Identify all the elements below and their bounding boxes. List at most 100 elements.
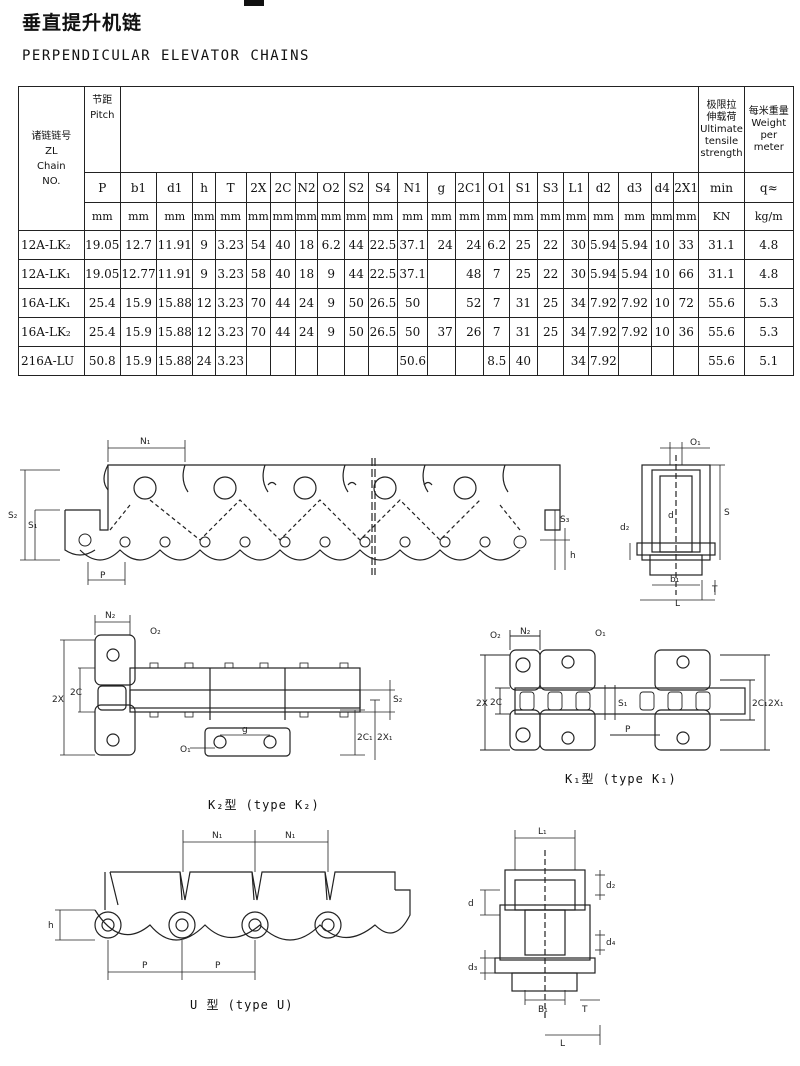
value-cell: 24 xyxy=(427,230,456,260)
uend-label-l1: L₁ xyxy=(538,827,547,837)
value-cell: 15.88 xyxy=(156,346,194,376)
value-cell xyxy=(245,346,272,376)
symbol-cell: 2X xyxy=(245,172,272,203)
unit-cell: mm xyxy=(672,202,700,231)
value-cell: 5.1 xyxy=(743,346,795,376)
uend-label-d3: d₃ xyxy=(468,963,478,973)
value-cell: 72 xyxy=(672,288,700,318)
value-cell: 40 xyxy=(270,230,296,260)
value-cell xyxy=(427,259,456,289)
side-label-s3: S₃ xyxy=(560,515,570,525)
symbol-cell: q≈ xyxy=(743,172,795,203)
value-cell: 4.8 xyxy=(743,230,795,260)
value-cell: 5.3 xyxy=(743,317,795,347)
symbol-cell: h xyxy=(192,172,216,203)
side-label-n1: N₁ xyxy=(140,437,151,447)
value-cell: 26.5 xyxy=(367,317,399,347)
unit-cell: mm xyxy=(483,202,511,231)
header-chain-no-line: ZL xyxy=(45,145,58,157)
symbol-cell: S4 xyxy=(367,172,399,203)
uend-label-l: L xyxy=(560,1039,565,1049)
uend-label-d2: d₂ xyxy=(606,881,616,891)
value-cell xyxy=(617,346,652,376)
k1-label-2c1: 2C₁ xyxy=(752,699,768,709)
header-weight-line: 每米重量 xyxy=(748,105,789,117)
k1-label-o2: O₂ xyxy=(490,631,501,641)
value-cell xyxy=(427,346,456,376)
value-cell: 50 xyxy=(344,288,369,318)
value-cell xyxy=(650,346,674,376)
end-label-l: L xyxy=(675,599,680,609)
model-cell: 216A-LU xyxy=(18,346,85,376)
value-cell xyxy=(367,346,399,376)
end-label-b1: b₁ xyxy=(670,575,680,585)
end-label-t: T xyxy=(711,585,718,595)
value-cell: 50 xyxy=(344,317,369,347)
unit-cell: mm xyxy=(344,202,369,231)
value-cell: 7.92 xyxy=(617,288,652,318)
value-cell: 33 xyxy=(672,230,700,260)
unit-cell: mm xyxy=(119,202,158,231)
k2-label-o1: O₁ xyxy=(180,745,191,755)
symbol-cell: d1 xyxy=(156,172,194,203)
value-cell: 8.5 xyxy=(483,346,511,376)
value-cell: 7.92 xyxy=(588,288,619,318)
value-cell: 25.4 xyxy=(83,317,121,347)
value-cell xyxy=(536,346,565,376)
symbol-cell: 2X1 xyxy=(672,172,700,203)
value-cell: 50 xyxy=(397,288,429,318)
header-ultimate-line: tensile xyxy=(704,135,739,147)
header-pitch-line: Pitch xyxy=(90,110,115,121)
unit-cell: mm xyxy=(83,202,121,231)
symbol-cell: b1 xyxy=(119,172,158,203)
value-cell: 50.6 xyxy=(397,346,429,376)
uend-label-d: d xyxy=(468,899,474,909)
symbol-cell: P xyxy=(83,172,121,203)
value-cell: 25 xyxy=(509,230,538,260)
value-cell: 7.92 xyxy=(588,317,619,347)
value-cell: 26.5 xyxy=(367,288,399,318)
value-cell: 12.77 xyxy=(119,259,158,289)
value-cell: 55.6 xyxy=(698,288,745,318)
value-cell xyxy=(427,288,456,318)
unit-cell: mm xyxy=(367,202,399,231)
uend-label-b1: B₁ xyxy=(538,1005,548,1015)
model-cell: 16A-LK₂ xyxy=(18,317,85,347)
symbol-cell: S3 xyxy=(536,172,565,203)
value-cell: 10 xyxy=(650,288,674,318)
value-cell: 34 xyxy=(563,317,590,347)
k1-label-2x1: 2X₁ xyxy=(768,699,784,709)
value-cell: 34 xyxy=(563,346,590,376)
unit-cell: mm xyxy=(563,202,590,231)
value-cell: 6.2 xyxy=(483,230,511,260)
header-chain-no-line: 诸链链号 xyxy=(31,130,72,142)
symbol-cell: min xyxy=(698,172,745,203)
caption-k2: K₂型 (type K₂) xyxy=(208,798,320,812)
side-label-s2: S₂ xyxy=(8,511,18,521)
unit-cell: mm xyxy=(617,202,652,231)
symbol-cell: O2 xyxy=(317,172,345,203)
value-cell: 26 xyxy=(454,317,485,347)
value-cell: 12 xyxy=(192,288,216,318)
value-cell: 24 xyxy=(294,317,319,347)
symbol-cell: d2 xyxy=(588,172,619,203)
value-cell: 15.88 xyxy=(156,288,194,318)
value-cell: 12 xyxy=(192,317,216,347)
value-cell: 12.7 xyxy=(119,230,158,260)
value-cell: 58 xyxy=(245,259,272,289)
header-weight-line: meter xyxy=(753,141,784,153)
value-cell: 7.92 xyxy=(617,317,652,347)
symbol-cell: g xyxy=(427,172,456,203)
value-cell: 6.2 xyxy=(317,230,345,260)
value-cell: 18 xyxy=(294,259,319,289)
value-cell: 44 xyxy=(344,259,369,289)
value-cell: 15.9 xyxy=(119,317,158,347)
unit-cell: mm xyxy=(294,202,319,231)
header-ultimate-line: strength xyxy=(700,147,743,159)
side-label-h: h xyxy=(570,551,576,561)
